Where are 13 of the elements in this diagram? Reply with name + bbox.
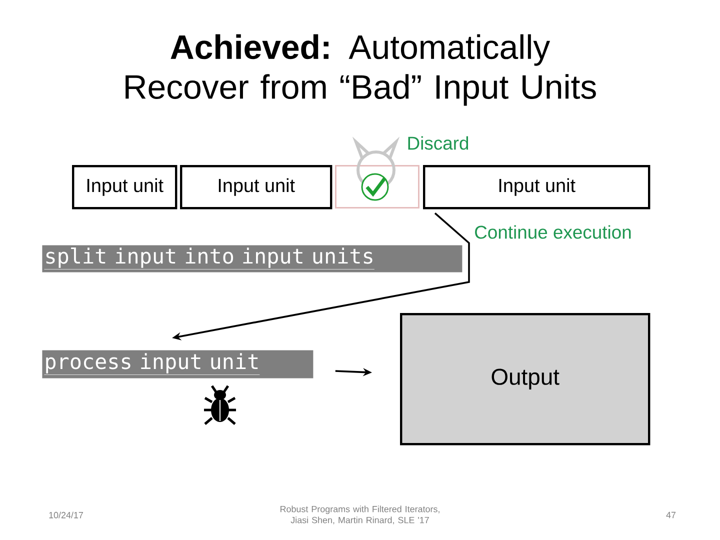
code-label: split input into input units [42, 245, 462, 272]
discarded-box [335, 165, 420, 208]
output-box: Output [400, 313, 650, 446]
continue-label: Continue execution [475, 225, 631, 239]
input-unit-box: Input unit [423, 165, 650, 210]
title: Achieved: Automatically Recover from “Bad” Input Units [126, 34, 596, 106]
input-unit-box: Input unit [72, 165, 178, 210]
page-number: 47 [666, 512, 676, 518]
code-label: process input unit [42, 350, 314, 378]
input-unit-box: Input unit [180, 165, 332, 210]
footer-text: Robust Programs with Filtered Iterators, Jiasi Shen, Martin Rinard, SLE '17 [280, 506, 440, 524]
date: 10/24/17 [49, 512, 83, 518]
discard-label: Discard [408, 136, 468, 150]
